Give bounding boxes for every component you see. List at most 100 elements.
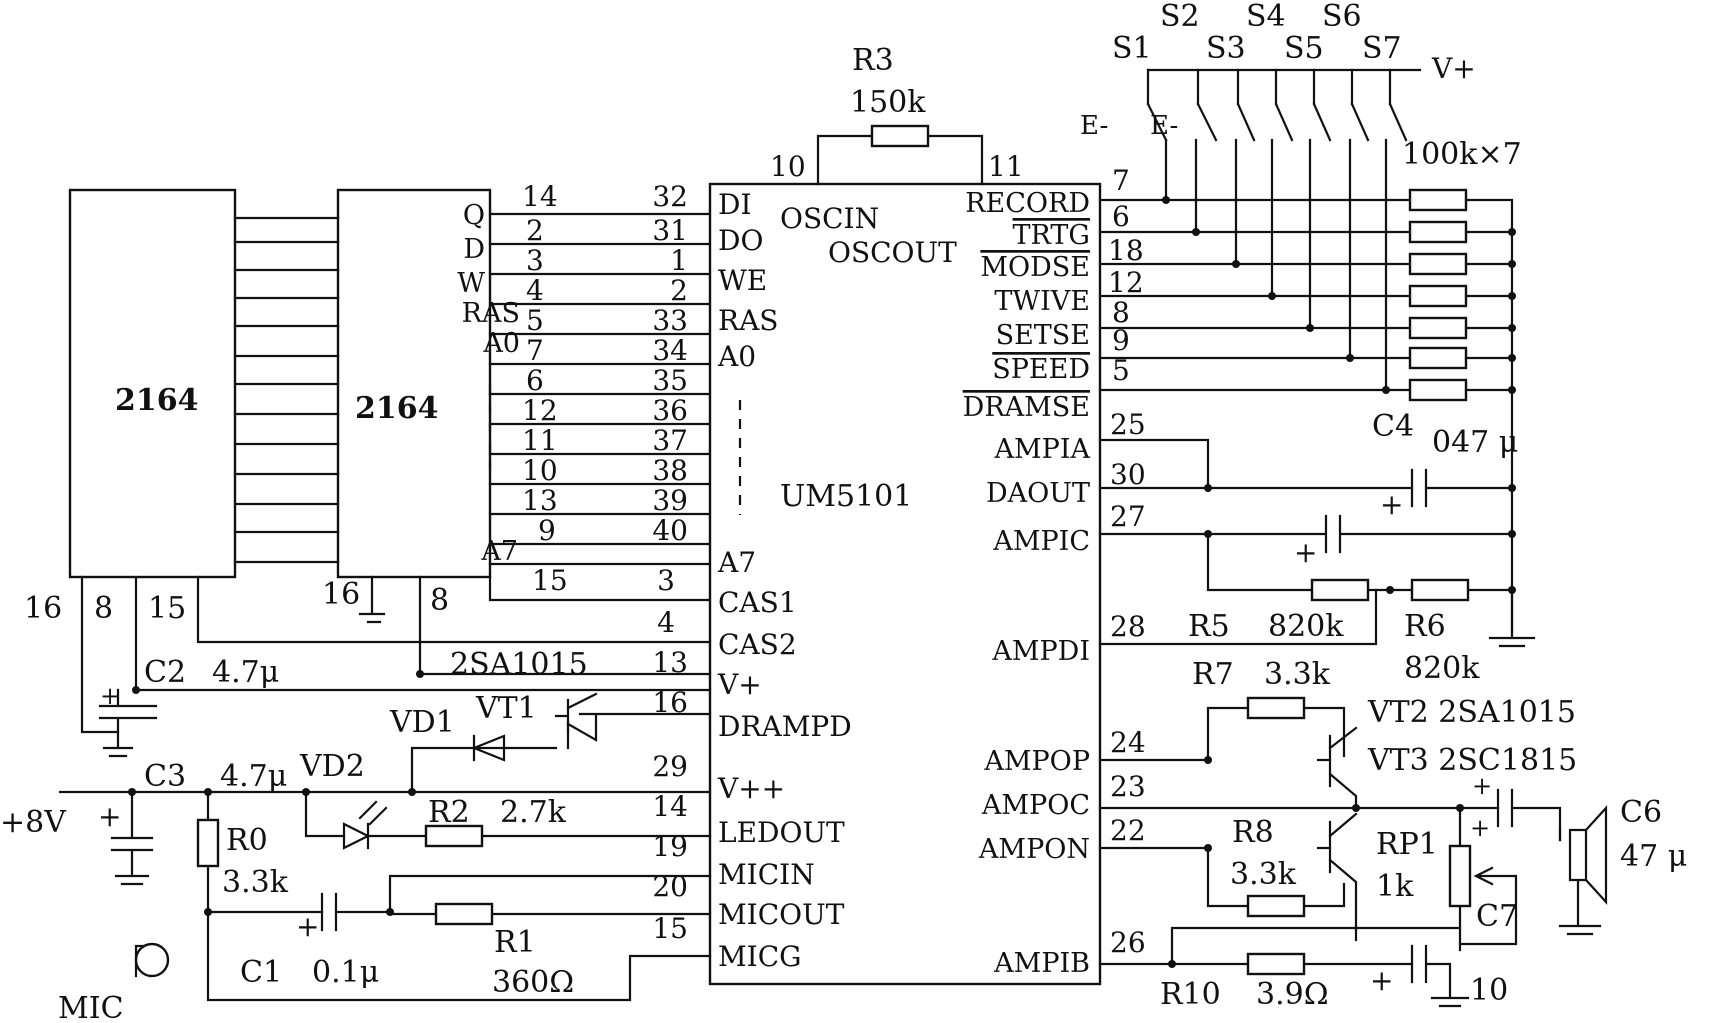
pullup-value: 100k×7 (1402, 137, 1522, 172)
um-left-pin-label: A7 (717, 546, 756, 579)
um-right-pin-number: 28 (1110, 610, 1146, 643)
switch-label: S7 (1362, 31, 1402, 66)
oscout-label: OSCOUT (828, 236, 957, 269)
switch-e-label: E- (1080, 111, 1108, 141)
um-right-pin-label: DRAMSE (963, 392, 1090, 423)
ram-chip-1: 2164 (68, 188, 237, 579)
cas-pin-left: 15 (532, 564, 568, 597)
vt3-label: VT3 2SC1815 (1367, 743, 1577, 778)
um-left-pin-label: WE (718, 264, 767, 297)
ram-pin-8: 8 (94, 591, 113, 626)
ram-pin-w: W (457, 268, 485, 299)
um-right-pin-number: 24 (1110, 726, 1146, 759)
um-right-pin-number: 8 (1112, 296, 1130, 329)
switch-label: S1 (1112, 31, 1152, 66)
um-left-pin-number: 2 (670, 274, 688, 307)
um-left-pin-number: 3 (657, 564, 675, 597)
ram-chip-2: 2164 (336, 188, 492, 579)
c4-plus: + (1380, 488, 1403, 521)
bus-pin-left: 12 (522, 394, 558, 427)
um-left-pin-label: V+ (717, 668, 762, 701)
r8-label: R8 (1232, 815, 1274, 850)
um-right-pin-label: AMPIB (993, 948, 1090, 979)
um-right-pin-label: SETSE (996, 320, 1090, 351)
ram-pin-15: 15 (148, 591, 186, 626)
r10-label: R10 (1160, 977, 1221, 1012)
um-left-pin-number: 33 (652, 304, 688, 337)
um-right-pin-label: AMPOP (983, 746, 1090, 777)
um-right-pin-number: 30 (1110, 458, 1146, 491)
r8-value: 3.3k (1230, 857, 1297, 892)
vt2-label: VT2 2SA1015 (1367, 695, 1576, 730)
um-left-pin-number: 1 (670, 244, 688, 277)
osc-pin-10: 10 (770, 150, 806, 183)
vd1-label: VD1 (389, 705, 455, 740)
ram-pin-16: 16 (24, 591, 62, 626)
c6-plus: + (1472, 772, 1492, 800)
bus-pin-left: 13 (522, 484, 558, 517)
um-left-pin-label: MICG (718, 940, 802, 973)
um-left-pin-number: 37 (652, 424, 688, 457)
bus-pin-left: 5 (526, 304, 544, 337)
power-mic-section: 16 8 15 16 8 + C2 4.7μ 2SA1015 VD1 VT1 V… (0, 575, 712, 1023)
switch-label: S3 (1206, 31, 1246, 66)
r3-label: R3 (852, 43, 894, 78)
vplus-label: V+ (1431, 52, 1476, 85)
bus-pin-left: 11 (522, 424, 558, 457)
c6-label: C6 (1620, 795, 1662, 830)
bus-pin-left: 7 (526, 334, 544, 367)
ram-interconnect (233, 216, 340, 564)
supply-label: +8V (0, 805, 67, 840)
um5101-left-pin-labels: DI DO WE RAS A0 A7 CAS1 CAS2 V+ DRAMPD V… (717, 188, 852, 973)
bus-pin-left: 9 (538, 514, 556, 547)
um-right-pin-label: AMPIC (992, 526, 1090, 557)
c1-label: C1 (240, 955, 282, 990)
ram-pin-q: Q (463, 200, 485, 231)
ram-pin-labels: Q D W RAS A0 A7 (457, 200, 520, 567)
r0-value: 3.3k (222, 865, 289, 900)
r3-value: 150k (850, 85, 926, 120)
um-right-pin-label: RECORD (965, 188, 1090, 219)
vt1-label: VT1 (475, 691, 537, 726)
c3-label: C3 (144, 759, 186, 794)
um-right-pin-label: AMPON (978, 834, 1090, 865)
um-left-pin-label: CAS1 (718, 586, 797, 619)
address-data-bus (488, 212, 712, 602)
mic-label: MIC (58, 991, 124, 1023)
oscin-label: OSCIN (780, 202, 879, 235)
rp1-plus: + (1470, 814, 1490, 842)
um5101-left-pin-numbers: 32 31 1 2 33 34 35 36 37 38 39 40 3 4 13… (652, 180, 688, 945)
um-left-pin-number: 36 (652, 394, 688, 427)
switch-label: S2 (1160, 0, 1200, 34)
c3-value: 4.7μ (220, 759, 287, 794)
c6-value: 47 μ (1620, 839, 1687, 874)
um-left-pin-number: 38 (652, 454, 688, 487)
rp1-label: RP1 (1376, 827, 1438, 862)
c7-pin: 10 (1470, 973, 1508, 1008)
um5101-right-pin-numbers: 7 6 18 12 8 9 5 25 30 27 28 24 23 22 26 (1108, 164, 1146, 959)
um-right-pin-label: AMPOC (981, 790, 1090, 821)
um-left-pin-label: DRAMPD (718, 710, 852, 743)
c7-label: C7 (1476, 899, 1518, 934)
switch-e-label: E- (1150, 111, 1178, 141)
um-left-pin-label: MICIN (718, 858, 815, 891)
um-left-pin-label: DO (718, 224, 763, 257)
ram-pin-d: D (463, 234, 485, 265)
um-right-pin-number: 5 (1112, 354, 1130, 387)
um5101-label: UM5101 (780, 479, 912, 514)
r1-value: 360Ω (492, 965, 574, 1000)
ram-pin-ras: RAS (462, 298, 520, 329)
switch-label: S5 (1284, 31, 1324, 66)
um-right-pin-label: DAOUT (986, 478, 1090, 509)
um-right-pin-label: MODSE (980, 252, 1090, 283)
um-right-pin-number: 26 (1110, 926, 1146, 959)
um-right-pin-number: 12 (1108, 266, 1144, 299)
c4-label: C4 (1372, 409, 1414, 444)
bus-pin-left: 6 (526, 364, 544, 397)
r2-value: 2.7k (500, 795, 567, 830)
ram-chip-2-label: 2164 (355, 391, 439, 426)
um-left-pin-number: 39 (652, 484, 688, 517)
r7-label: R7 (1192, 657, 1234, 692)
bus-pin-left: 4 (526, 274, 544, 307)
